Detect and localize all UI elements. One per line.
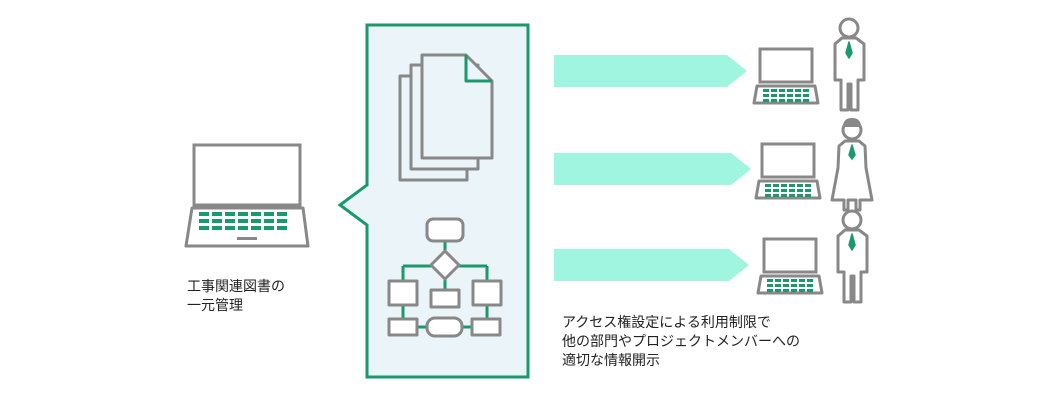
person-icon [836,209,869,304]
laptop-icon [756,144,820,198]
caption-line: 一元管理 [187,298,243,314]
access-control-caption: アクセス権設定による利用制限で 他の部門やプロジェクトメンバーへの 適切な情報開… [562,314,800,371]
laptop-icon [754,49,818,103]
caption-line: 工事関連図書の [187,279,285,295]
person-icon [830,118,874,212]
arrow-right-icon [554,153,751,185]
central-management-caption: 工事関連図書の 一元管理 [187,278,285,316]
caption-line: アクセス権設定による利用制限で [562,315,771,331]
arrow-right-icon [554,55,747,87]
documents-icon [398,53,494,182]
arrows [554,55,751,281]
caption-line: 適切な情報開示 [562,353,660,369]
arrow-right-icon [554,249,749,281]
main-laptop-icon [184,143,310,248]
flowchart-icon [387,217,503,338]
person-icon [833,17,866,112]
laptop-icon [758,239,822,293]
caption-line: 他の部門やプロジェクトメンバーへの [562,334,800,350]
